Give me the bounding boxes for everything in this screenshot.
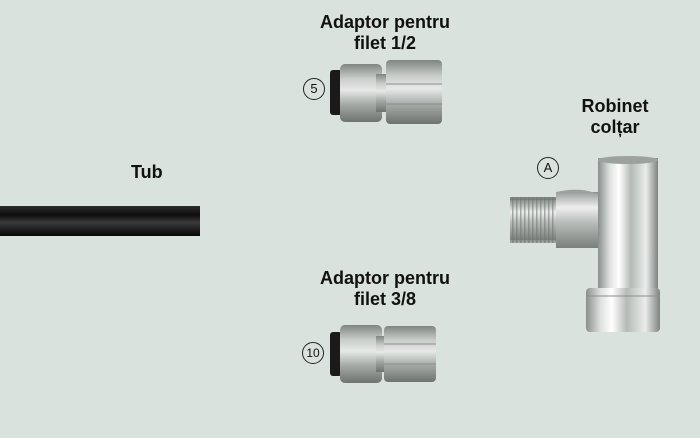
- angle-valve-shape: [510, 156, 660, 332]
- label-robinet-line1: Robinet: [581, 96, 649, 116]
- callout-robinet: A: [537, 157, 559, 179]
- label-adaptor-half-line1: Adaptor pentru: [320, 12, 450, 32]
- label-adaptor-half: Adaptor pentru filet 1/2: [300, 12, 470, 54]
- tube-shape: [0, 206, 200, 236]
- label-adaptor-three-eighths: Adaptor pentru filet 3/8: [300, 268, 470, 310]
- label-robinet: Robinet colțar: [560, 96, 670, 138]
- label-tub-text: Tub: [131, 162, 163, 182]
- label-tub: Tub: [131, 162, 163, 183]
- callout-adaptor-half: 5: [303, 78, 325, 100]
- label-adaptor-three-eighths-line2: filet 3/8: [353, 289, 417, 309]
- adaptor-half-inch-shape: [330, 60, 442, 124]
- label-robinet-line2: colțar: [590, 117, 640, 137]
- label-adaptor-half-line2: filet 1/2: [353, 33, 417, 53]
- label-adaptor-three-eighths-line1: Adaptor pentru: [320, 268, 450, 288]
- callout-adaptor-three-eighths: 10: [302, 342, 324, 364]
- adaptor-three-eighths-inch-shape: [330, 325, 436, 383]
